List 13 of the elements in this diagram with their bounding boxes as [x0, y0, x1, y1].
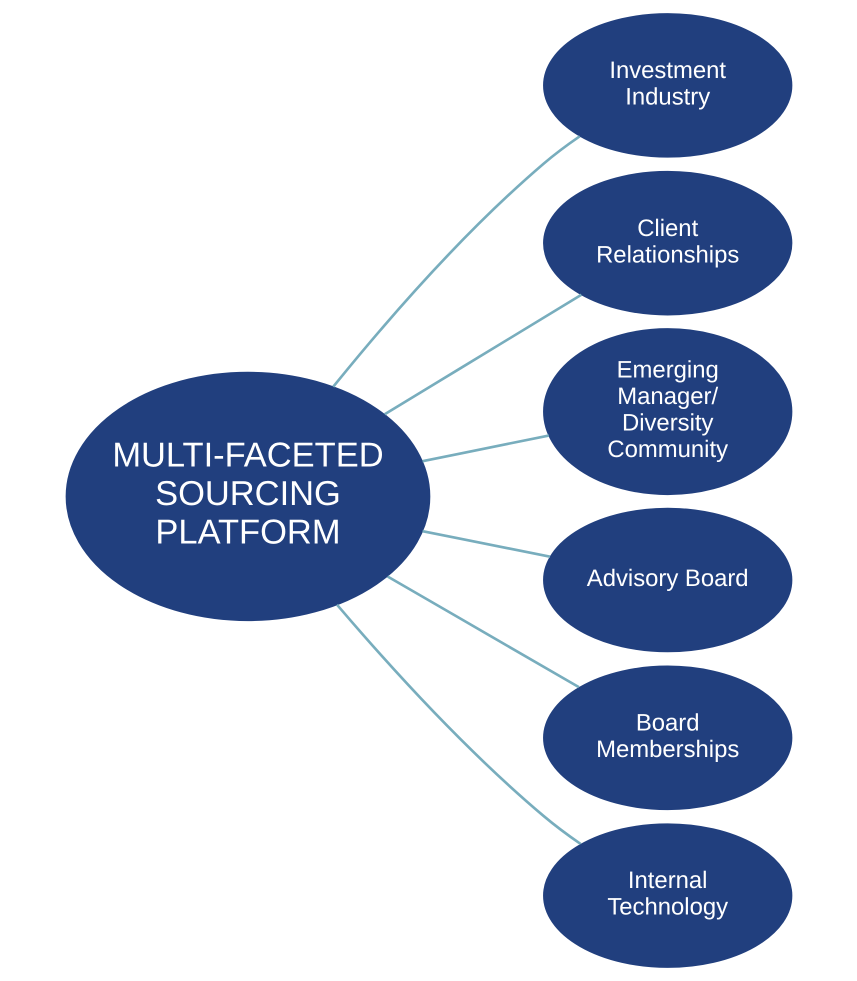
- node-ellipse: MULTI-FACETED SOURCING PLATFORM: [65, 372, 430, 622]
- node-ellipse: Client Relationships: [542, 170, 792, 316]
- node-ellipse: Board Memberships: [542, 666, 792, 810]
- node-ellipse: Advisory Board: [542, 508, 792, 652]
- connector: [386, 575, 579, 688]
- connector: [332, 135, 580, 388]
- node-ellipse: Internal Technology: [542, 823, 792, 968]
- connector: [422, 434, 549, 462]
- connector: [422, 530, 550, 558]
- connector: [384, 294, 582, 416]
- node-ellipse: Emerging Manager/ Diversity Community: [542, 328, 792, 496]
- connector: [336, 604, 581, 846]
- node-ellipse: Investment Industry: [542, 13, 792, 158]
